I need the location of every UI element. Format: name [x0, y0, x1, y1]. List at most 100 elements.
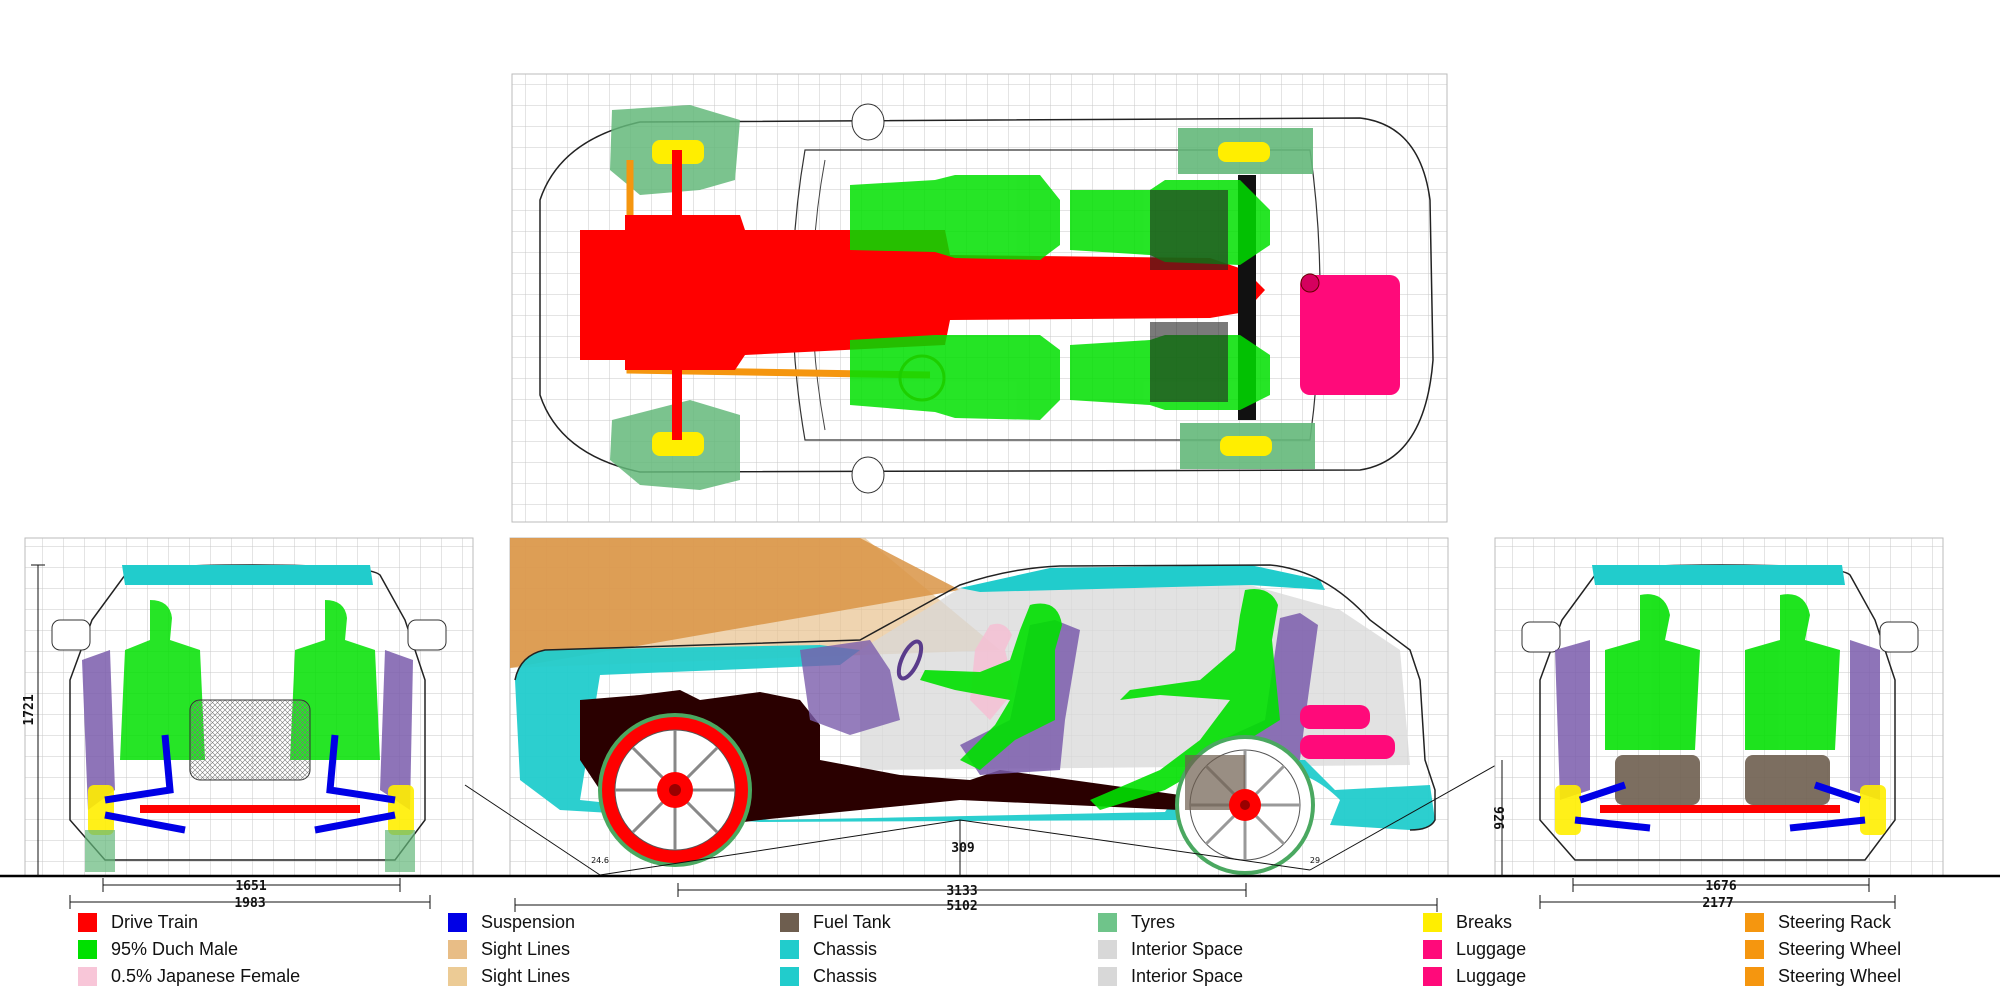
legend-swatch	[1098, 939, 1117, 959]
legend-swatch	[1423, 966, 1442, 986]
mirror-left	[851, 103, 885, 141]
dim-wheelbase: 3133	[946, 884, 977, 899]
legend-label: Sight Lines	[481, 938, 571, 959]
front-tyre-left	[85, 830, 115, 872]
front-brake-right	[388, 785, 414, 835]
rear-brake-left	[1555, 785, 1581, 835]
legend-item: Steering Rack	[1745, 910, 1891, 934]
legend-swatch	[1745, 912, 1764, 932]
legend-label: Luggage	[1456, 938, 1527, 959]
side-male-front	[920, 603, 1062, 770]
legend-item: Interior Space	[1098, 937, 1243, 961]
dim-rear-track: 1676	[1705, 879, 1736, 894]
front-roof-chassis	[122, 565, 373, 585]
approach-line	[464, 784, 601, 876]
front-grille	[189, 699, 311, 781]
side-body-outline	[514, 564, 1436, 831]
mirror-front-right	[407, 619, 447, 651]
dim-ground-clearance: 309	[951, 841, 974, 856]
front-drive-train	[140, 805, 360, 813]
legend-item: Breaks	[1423, 910, 1512, 934]
rear-brake-right	[1860, 785, 1886, 835]
legend-item: Drive Train	[78, 910, 198, 934]
legend-item: 95% Duch Male	[78, 937, 238, 961]
legend-label: Sight Lines	[481, 965, 571, 986]
legend-item: Interior Space	[1098, 964, 1243, 988]
legend-item: Luggage	[1423, 964, 1526, 988]
legend-item: Fuel Tank	[780, 910, 891, 934]
front-occupants	[120, 600, 380, 760]
brake-rear-bottom	[1220, 436, 1272, 456]
legend-swatch	[448, 912, 467, 932]
rear-seat-bottom	[1150, 322, 1228, 402]
legend-label: Interior Space	[1131, 965, 1244, 986]
rear-roof-chassis	[1592, 565, 1845, 585]
legend-label: Steering Wheel	[1778, 938, 1902, 959]
legend-swatch	[1745, 966, 1764, 986]
legend-label: Drive Train	[111, 911, 199, 932]
legend-swatch	[780, 939, 799, 959]
front-view	[24, 537, 474, 877]
departure-line	[1309, 759, 1506, 871]
legend-item: Chassis	[780, 964, 877, 988]
legend-swatch	[1098, 966, 1117, 986]
legend-swatch	[780, 912, 799, 932]
legend-label: Suspension	[481, 911, 576, 932]
dim-front-width: 1983	[234, 896, 265, 911]
front-seat-right	[380, 650, 413, 810]
axle-front	[672, 150, 682, 440]
dim-length: 5102	[946, 899, 977, 914]
legend-swatch	[1423, 939, 1442, 959]
side-dash	[800, 640, 900, 735]
front-tyre-right	[385, 830, 415, 872]
legend-swatch	[448, 966, 467, 986]
side-front-wheel	[598, 713, 752, 867]
side-view	[464, 537, 1506, 877]
rear-seat-right	[1850, 640, 1880, 800]
legend-item: Steering Wheel	[1745, 964, 1901, 988]
rear-drive-train	[1600, 805, 1840, 813]
dim-rear-width: 2177	[1702, 896, 1733, 911]
rear-view	[1494, 537, 1944, 877]
mirror-right	[851, 456, 885, 494]
legend-item: Suspension	[448, 910, 575, 934]
dim-rear-height: 926	[1490, 806, 1505, 830]
legend-item: Steering Wheel	[1745, 937, 1901, 961]
legend-label: Breaks	[1456, 911, 1513, 932]
legend-item: 0.5% Japanese Female	[78, 964, 300, 988]
dim-height: 1721	[22, 694, 37, 725]
mirror-rear-right	[1879, 621, 1919, 653]
rear-fuel-tank-right	[1745, 755, 1830, 805]
dim-departure-angle: 29	[1310, 856, 1320, 865]
legend-label: Steering Rack	[1778, 911, 1892, 932]
rear-occupants	[1605, 594, 1840, 750]
side-roof-chassis	[960, 565, 1325, 592]
luggage-top	[1300, 275, 1400, 395]
legend-item: Chassis	[780, 937, 877, 961]
front-brake-left	[88, 785, 114, 835]
drive-train-top	[580, 215, 1265, 370]
side-luggage-lower	[1300, 735, 1395, 759]
legend-item: Luggage	[1423, 937, 1526, 961]
legend-label: Fuel Tank	[813, 911, 891, 932]
legend-item: Sight Lines	[448, 964, 570, 988]
legend-label: Interior Space	[1131, 938, 1244, 959]
front-suspension	[104, 734, 396, 834]
top-body-outline	[539, 117, 1434, 473]
legend-swatch	[1423, 912, 1442, 932]
legend-label: Luggage	[1456, 965, 1527, 986]
dimension-lines	[31, 564, 1896, 912]
legend-label: Steering Wheel	[1778, 965, 1902, 986]
legend: Drive Train 95% Duch Male 0.5% Japanese Fe…	[0, 904, 2000, 1000]
brake-rear-top	[1218, 142, 1270, 162]
brake-front-bottom	[652, 432, 704, 456]
legend-swatch	[78, 966, 97, 986]
legend-label: 0.5% Japanese Female	[111, 965, 301, 986]
luggage-handle	[1300, 273, 1320, 293]
legend-label: Chassis	[813, 938, 878, 959]
legend-label: 95% Duch Male	[111, 938, 239, 959]
rear-fuel-tank-left	[1615, 755, 1700, 805]
legend-item: Sight Lines	[448, 937, 570, 961]
legend-swatch	[78, 912, 97, 932]
